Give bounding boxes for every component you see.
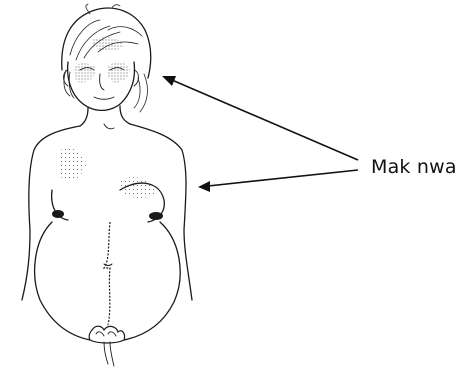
- arrow-to-breast: [198, 170, 358, 192]
- torso: [22, 106, 192, 366]
- arrow-to-face: [162, 76, 358, 160]
- mak-nwa-label: Mak nwa: [371, 156, 457, 178]
- face: [64, 37, 139, 111]
